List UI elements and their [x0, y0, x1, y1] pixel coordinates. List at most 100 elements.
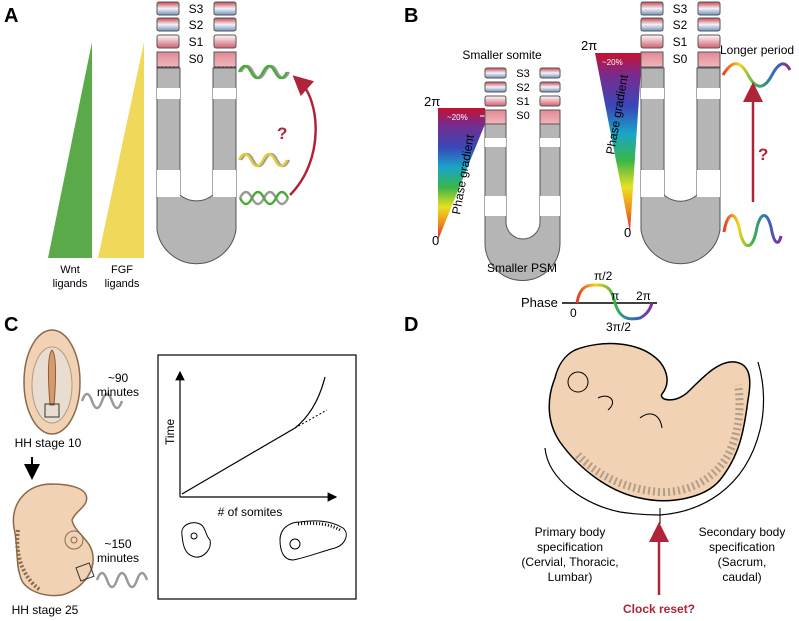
longer-period-label: Longer period	[720, 43, 794, 57]
panel-letter-d: D	[404, 314, 418, 336]
panel-letter-a: A	[4, 5, 18, 27]
phase-pi-half: π/2	[594, 269, 613, 283]
panel-a: A Wnt ligands FGF ligands S3 S2 S1 S0	[4, 1, 317, 290]
somite-s0-b2	[697, 51, 721, 68]
wave-hh25	[95, 571, 149, 589]
phase-wave	[575, 283, 654, 321]
stage-10-label: HH stage 10	[15, 436, 82, 450]
panel-d: D Primary body specification (Cervial, T…	[404, 314, 785, 616]
primary-line1: Primary body	[535, 525, 606, 539]
somite-s2-right	[213, 17, 237, 32]
wave-hh10	[80, 392, 124, 410]
embryo-hh25-somites	[15, 529, 42, 592]
phase-zero: 0	[570, 306, 577, 320]
psm-band	[213, 170, 236, 197]
somite-s1-left	[156, 34, 180, 49]
embryo-sketch-late	[279, 520, 347, 561]
somite-s3-b2	[640, 1, 664, 16]
clock-reset-label: Clock reset?	[623, 602, 695, 616]
psm-band	[540, 138, 560, 147]
label-s3-b1: S3	[516, 68, 529, 80]
percent-left: ~20%	[447, 113, 468, 122]
embryo-d-eye	[567, 371, 589, 393]
embryo-hh25-eye	[64, 530, 84, 550]
small-somite-s0	[484, 109, 507, 125]
period-90-line2: minutes	[97, 385, 139, 399]
somite-s2-b2	[697, 17, 721, 32]
phase-two-pi: 2π	[636, 289, 651, 303]
panel-letter-c: C	[4, 314, 18, 336]
embryo-d	[548, 342, 751, 502]
label-s1: S1	[189, 35, 204, 49]
somite-s3-left	[156, 1, 180, 16]
somite-s2-left	[156, 17, 180, 32]
embryo-hh25-box	[75, 562, 95, 582]
label-s0: S0	[189, 52, 204, 66]
embryo-hh10-axis	[47, 349, 57, 406]
embryo-sketch-early-eye	[190, 532, 198, 540]
red-arrow-a	[289, 75, 317, 196]
small-somite-s1	[484, 95, 507, 107]
somite-s0-right	[213, 51, 237, 68]
secondary-line1: Secondary body	[699, 525, 786, 539]
embryo-d-limb	[597, 395, 613, 411]
embryo-hh10-box	[44, 403, 60, 418]
label-s2: S2	[189, 18, 204, 32]
label-s2-b1: S2	[516, 82, 529, 94]
smaller-psm-label: Smaller PSM	[487, 261, 557, 275]
primary-bracket	[544, 447, 661, 516]
psm-band	[697, 170, 720, 197]
label-s3: S3	[189, 2, 204, 16]
embryo-d-limb2	[639, 413, 663, 429]
panel-b: B 2π 0 ~20% Phase gradient S3 S2 S1 S0 S…	[404, 1, 794, 334]
psm-band	[213, 88, 236, 99]
wnt-gradient	[48, 42, 92, 258]
period-90-line1: ~90	[108, 371, 129, 385]
two-pi-left: 2π	[424, 94, 440, 109]
phase-gradient-left	[438, 108, 485, 240]
primary-line3: (Cervial, Thoracic,	[521, 555, 618, 569]
secondary-line4: caudal)	[722, 570, 761, 584]
psm-band	[485, 196, 506, 216]
primary-line4: Lumbar)	[548, 570, 593, 584]
secondary-bracket	[659, 361, 765, 516]
wnt-label-1: Wnt	[60, 264, 80, 276]
panel-c: C ~90 minutes HH stage 10 ~150 minutes H…	[4, 314, 357, 617]
label-s0-b2: S0	[673, 52, 688, 66]
psm-u-shape	[156, 67, 237, 265]
period-150-line2: minutes	[97, 551, 139, 565]
label-s1-b2: S1	[673, 35, 688, 49]
psm-band	[697, 88, 720, 99]
embryo-hh25	[12, 483, 94, 597]
label-s1-b1: S1	[516, 96, 529, 108]
psm-band	[540, 196, 560, 216]
two-pi-right: 2π	[581, 38, 597, 53]
somite-s1-right	[213, 34, 237, 49]
x-axis-label: # of somites	[218, 505, 283, 519]
y-axis-label: Time	[163, 418, 177, 445]
psm-band	[641, 88, 664, 99]
question-b: ?	[758, 145, 768, 164]
zero-right: 0	[624, 225, 631, 240]
psm-band	[157, 170, 180, 197]
short-period-wave	[722, 214, 783, 247]
small-somite-s2	[484, 81, 507, 93]
somite-s3-b2	[697, 1, 721, 16]
phase-label: Phase	[521, 295, 558, 310]
phase-gradient-right	[595, 53, 641, 232]
somite-s0-b2	[640, 51, 664, 68]
fgf-label-1: FGF	[111, 264, 133, 276]
small-somite-s2	[539, 81, 561, 93]
somite-s1-b2	[640, 34, 664, 49]
embryo-sketch-early	[181, 522, 211, 558]
panel-letter-b: B	[404, 5, 418, 27]
small-somite-s1	[539, 95, 561, 107]
long-period-wave	[721, 62, 792, 88]
smaller-psm-u	[484, 123, 561, 281]
label-s2-b2: S2	[673, 18, 688, 32]
secondary-line3: (Sacrum,	[718, 555, 767, 569]
embryo-hh25-pupil	[70, 536, 78, 544]
label-s0-b1: S0	[516, 110, 529, 122]
